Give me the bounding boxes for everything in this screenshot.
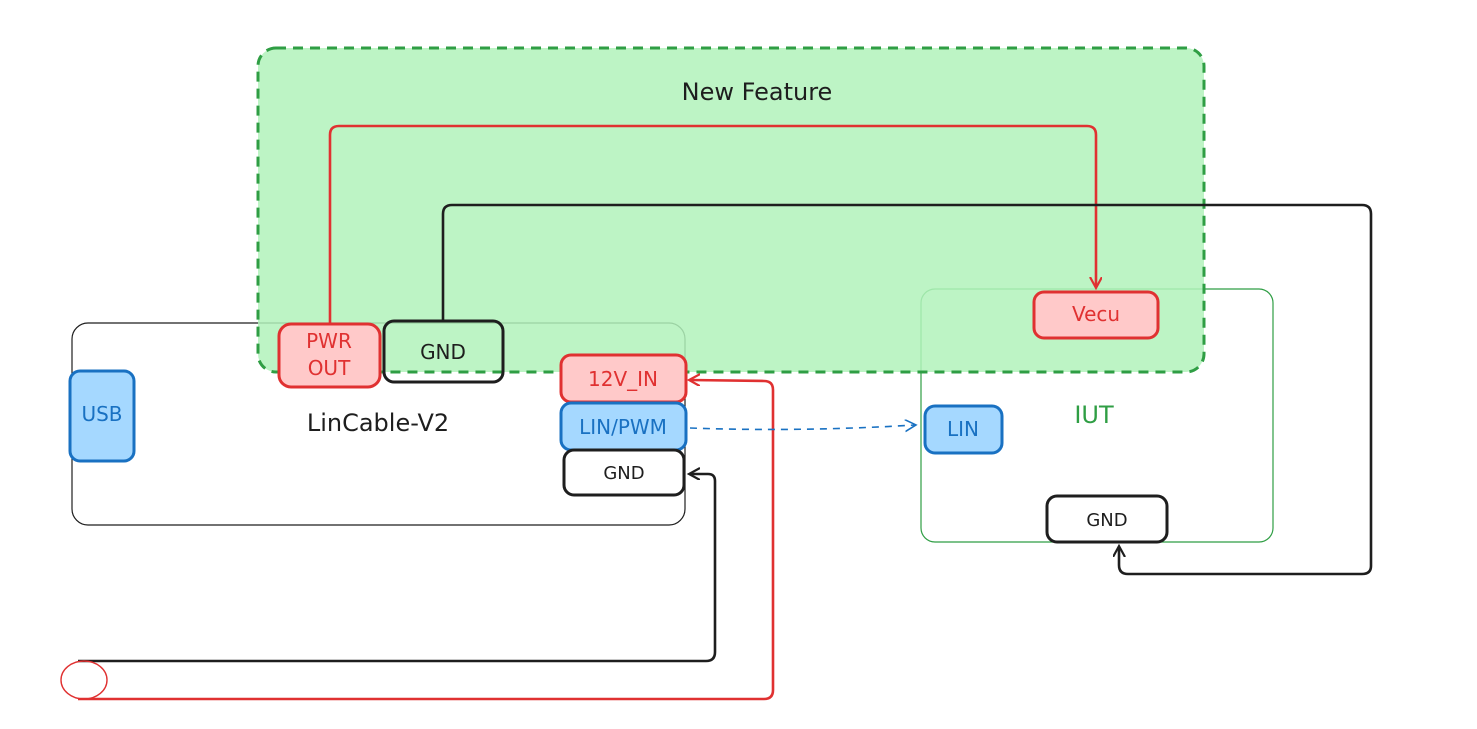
gnd-bottom-pin [562, 448, 686, 497]
pwr-out-pin [277, 322, 382, 389]
ground-wire-supply-to-gnd [78, 474, 717, 663]
vecu-pin [1032, 290, 1160, 340]
gnd-bottom-label: GND [603, 463, 644, 484]
pwr-out-label-line2: OUT [308, 356, 351, 380]
gnd-top-pin [382, 319, 505, 384]
v12-in-label: 12V_IN [588, 367, 658, 391]
lincable-title: LinCable-V2 [307, 409, 449, 437]
lin-pwm-label: LIN/PWM [579, 415, 667, 439]
usb-port [68, 369, 136, 463]
vecu-label: Vecu [1072, 302, 1120, 326]
iut-gnd-pin [1045, 494, 1169, 544]
gnd-top-label: GND [420, 340, 466, 364]
power-wire-supply-to-12v [78, 380, 775, 701]
iut-gnd-label: GND [1086, 510, 1127, 531]
pwr-out-label-line1: PWR [306, 329, 352, 353]
supply-connector [60, 660, 108, 700]
feature-region [256, 46, 1206, 374]
lin-label: LIN [947, 417, 979, 441]
iut-title: IUT [1074, 401, 1114, 429]
ground-wire-top-to-iut [441, 203, 1373, 576]
usb-label: USB [81, 402, 122, 426]
lin-pin [923, 404, 1004, 455]
power-wire-pwr-to-vecu [328, 124, 1096, 325]
feature-title: New Feature [682, 78, 833, 106]
lin-signal-link [689, 425, 915, 429]
